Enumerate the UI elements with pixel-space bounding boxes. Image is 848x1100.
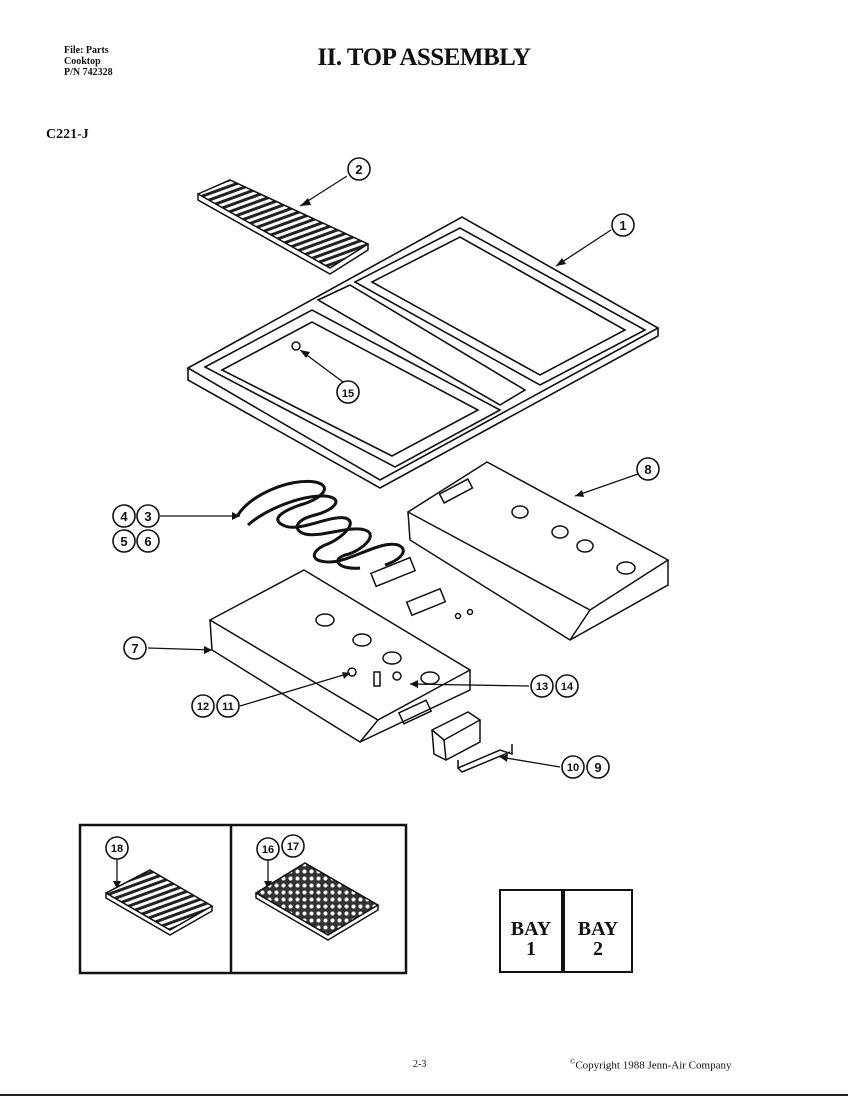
callout-14-text: 14 [561, 681, 574, 693]
bay-1-number: 1 [526, 938, 536, 960]
callout-11-text: 11 [222, 701, 234, 713]
callout-6-text: 6 [144, 534, 151, 549]
bottom-rule [0, 1094, 848, 1096]
bay-2-number: 2 [593, 938, 603, 960]
callout-15-text: 15 [342, 388, 354, 400]
callout-10-text: 10 [567, 762, 579, 774]
callout-18-text: 18 [111, 843, 123, 855]
callout-8: 8 [636, 457, 660, 481]
grille-part [196, 179, 370, 275]
callout-2-text: 2 [355, 162, 362, 177]
callouts: 2 1 15 8 4 3 5 6 7 12 11 13 14 10 9 18 1… [105, 157, 660, 861]
callout-4: 4 [112, 504, 136, 528]
callout-1: 1 [611, 213, 635, 237]
callout-16-text: 16 [262, 844, 274, 856]
callout-1-text: 1 [619, 218, 626, 233]
pn-line: P/N 742328 [64, 67, 113, 78]
callout-8-text: 8 [644, 462, 651, 477]
leader-lines [116, 175, 639, 885]
page-title: II. TOP ASSEMBLY [317, 44, 531, 71]
model-number: C221-J [46, 127, 89, 142]
callout-2: 2 [347, 157, 371, 181]
file-line: File: Parts [64, 45, 109, 56]
callout-14: 14 [555, 674, 579, 698]
callout-7: 7 [123, 636, 147, 660]
page-number: 2-3 [413, 1059, 427, 1070]
grill-grate-accessory [254, 862, 380, 941]
bay-2-word: BAY [577, 918, 619, 940]
callout-12-text: 12 [197, 701, 209, 713]
callout-17: 17 [281, 834, 305, 858]
accessory-panel [78, 823, 408, 975]
callout-3: 3 [136, 504, 160, 528]
callout-5-text: 5 [120, 534, 127, 549]
copyright-symbol: © [570, 1058, 576, 1066]
callout-5: 5 [112, 529, 136, 553]
callout-13: 13 [530, 674, 554, 698]
left-box [208, 569, 472, 743]
callout-9-text: 9 [594, 760, 601, 775]
arrowheads [113, 198, 584, 889]
right-box [406, 461, 670, 641]
callout-4-text: 4 [120, 509, 128, 524]
callout-3-text: 3 [144, 509, 151, 524]
cooktop-frame [186, 216, 660, 489]
receptacle-bracket [430, 711, 513, 773]
copyright-text: Copyright 1988 Jenn-Air Company [575, 1059, 732, 1072]
bay-2-label: BAY 2 [563, 889, 633, 973]
screw-part [291, 341, 301, 351]
callout-7-text: 7 [131, 641, 138, 656]
callout-6: 6 [136, 529, 160, 553]
callout-9: 9 [586, 755, 610, 779]
bay-1-label: BAY 1 [499, 889, 563, 973]
callout-10: 10 [561, 755, 585, 779]
callout-15: 15 [336, 380, 360, 404]
copyright: ©Copyright 1988 Jenn-Air Company [570, 1058, 731, 1072]
callout-13-text: 13 [536, 681, 548, 693]
callout-12: 12 [191, 694, 215, 718]
heating-element [236, 479, 417, 588]
callout-17-text: 17 [287, 841, 299, 853]
switch-block [405, 587, 474, 620]
griddle-accessory [104, 869, 214, 936]
product-line: Cooktop [64, 56, 101, 67]
file-info: File: Parts Cooktop P/N 742328 [64, 45, 113, 78]
bay-1-word: BAY [510, 918, 552, 940]
callout-16: 16 [256, 837, 280, 861]
callout-11: 11 [216, 694, 240, 718]
callout-18: 18 [105, 836, 129, 860]
